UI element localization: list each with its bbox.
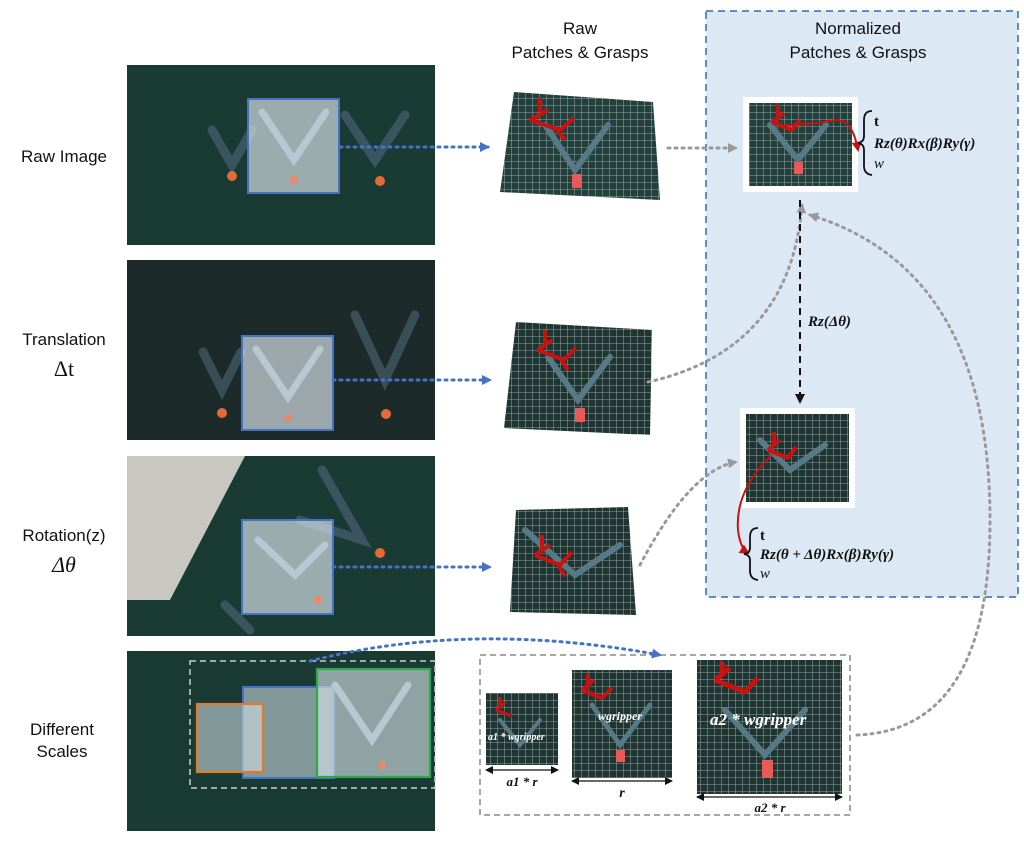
delta-rotation-label: Rz(Δθ) [807, 314, 851, 330]
row-label-scales-line2: Scales [36, 742, 87, 761]
photo-raw-image [127, 65, 435, 245]
gray-arrow-2 [646, 203, 807, 384]
equation-bottom-w: w [760, 566, 770, 582]
normalized-header-line1: Normalized [815, 19, 901, 38]
photo-scales [127, 651, 436, 831]
photo-rotation [127, 456, 435, 636]
clip-icon [207, 110, 410, 175]
scale-patch-small [486, 693, 558, 765]
scale-medium-label: wgripper [598, 709, 642, 723]
equation-top-rotation: Rz(θ)Rx(β)Ry(γ) [873, 136, 975, 152]
raw-header-line2: Patches & Grasps [511, 43, 648, 62]
grasp-marker [580, 674, 614, 700]
grasp-marker [533, 535, 574, 578]
blue-arrow-scales [308, 637, 662, 663]
gray-arrow-scales [808, 212, 992, 737]
grasp-marker [770, 105, 802, 132]
raw-patch-2 [504, 322, 652, 435]
row-label-rotation: Rotation(z) [22, 526, 105, 545]
red-arrow-bottom [736, 454, 773, 555]
scale-patch-large [697, 660, 842, 794]
scale-small-label: a1 * wgripper [488, 732, 545, 743]
normalized-patch-bottom [740, 408, 855, 508]
red-arrow-top [784, 118, 862, 152]
grasp-marker [713, 662, 760, 695]
scale-large-label: a2 * wgripper [710, 710, 807, 729]
equation-bottom-rotation: Rz(θ + Δθ)Rx(β)Ry(γ) [759, 547, 894, 563]
row-label-translation: Translation [22, 330, 105, 349]
grasp-marker [536, 330, 578, 372]
raw-patch-1 [500, 92, 660, 200]
grasp-marker [495, 697, 513, 718]
row-label-rotation-symbol: Δθ [51, 552, 76, 577]
raw-header-line1: Raw [563, 19, 598, 38]
equation-bottom-t: t [760, 528, 765, 544]
dim-label-small: a1 * r [506, 774, 538, 789]
dim-label-medium: r [619, 786, 625, 801]
photo-translation [127, 260, 435, 440]
equation-top-t: t [874, 114, 879, 130]
row-label-raw-image: Raw Image [21, 147, 107, 166]
raw-patch-3 [510, 507, 636, 615]
gray-arrow-3 [638, 458, 738, 567]
grasp-marker [766, 432, 798, 460]
scale-crop-small [195, 702, 265, 774]
grasp-marker [529, 98, 576, 142]
normalized-patch-top [743, 97, 858, 192]
scale-patch-medium [572, 670, 672, 778]
normalized-header-line2: Patches & Grasps [789, 43, 926, 62]
brace-top [857, 110, 873, 176]
row-label-scales-line1: Different [30, 720, 94, 739]
row-label-translation-symbol: Δt [54, 356, 74, 381]
brace-bottom [743, 527, 759, 581]
scales-dashed-group [479, 654, 851, 816]
dim-label-large: a2 * r [754, 800, 786, 815]
equation-top-w: w [874, 156, 884, 172]
